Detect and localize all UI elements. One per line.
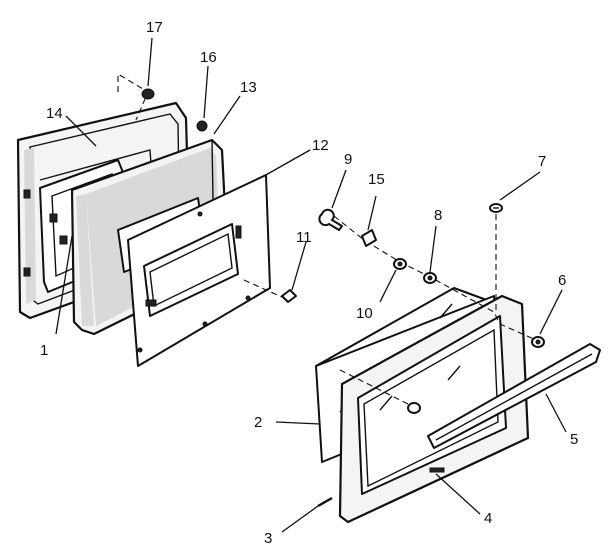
part-11-screw	[243, 279, 297, 303]
callout-15: 15	[368, 171, 385, 188]
leader-lines	[55, 37, 567, 533]
part-8-nut	[423, 272, 437, 284]
callout-10: 10	[356, 305, 373, 322]
part-16-screw	[196, 120, 208, 132]
part-17-screw	[117, 73, 155, 121]
callout-4: 4	[484, 510, 492, 527]
clip	[59, 235, 68, 245]
part-10-washer	[393, 258, 407, 270]
callout-12: 12	[312, 137, 329, 154]
part-15-spacer	[361, 229, 377, 247]
callout-13: 13	[240, 79, 257, 96]
part-3-clip	[317, 496, 333, 508]
callout-1: 1	[40, 342, 48, 359]
callout-16: 16	[200, 49, 217, 66]
part-4-door-frame	[338, 294, 530, 524]
callout-5: 5	[570, 431, 578, 448]
part-12-door-liner	[127, 174, 271, 367]
callout-9: 9	[344, 151, 352, 168]
callout-17: 17	[146, 19, 163, 36]
latch-tab	[145, 299, 157, 307]
part-6-washer	[531, 336, 545, 348]
callout-6: 6	[558, 272, 566, 289]
callout-11: 11	[296, 229, 312, 246]
callout-7: 7	[538, 153, 546, 170]
latch-tab	[235, 225, 242, 239]
glass-fastener	[407, 402, 421, 414]
callout-labels: 1 2 3 4 5 6 7 8 9 10 11 12 13 14 15 16 1…	[40, 19, 578, 547]
hinge-slot	[23, 189, 31, 199]
callout-3: 3	[264, 530, 272, 547]
callout-8: 8	[434, 207, 442, 224]
part-9-bolt	[318, 208, 343, 231]
hinge-slot	[23, 267, 31, 277]
callout-2: 2	[254, 414, 262, 431]
hardware-assembly-axis	[333, 214, 537, 407]
callout-14: 14	[46, 105, 63, 122]
clip	[49, 213, 58, 223]
part-5-door-handle	[427, 343, 601, 449]
frame-notch	[429, 467, 445, 473]
part-7-screw	[489, 203, 503, 213]
